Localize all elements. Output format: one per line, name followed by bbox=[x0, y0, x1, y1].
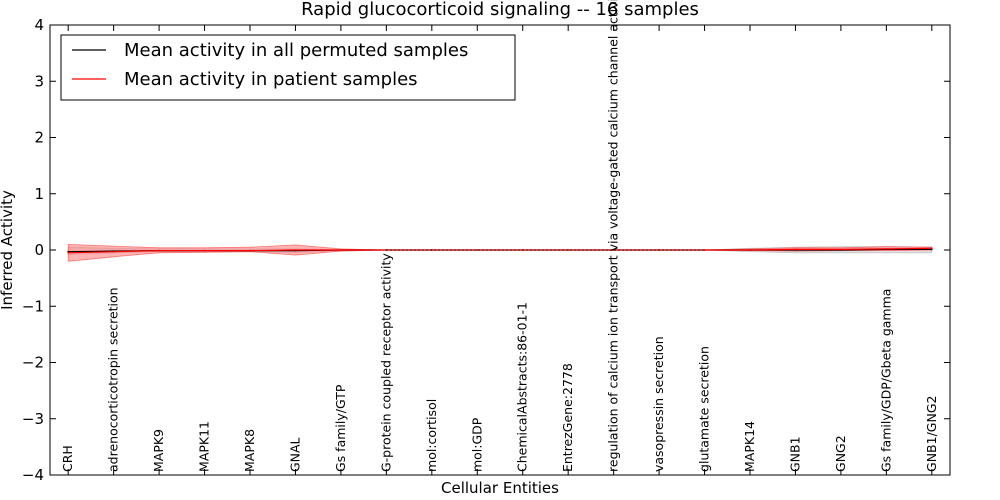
series-2-point bbox=[749, 249, 751, 251]
x-category-label: Gs family/GDP/Gbeta gamma bbox=[878, 289, 893, 472]
x-axis-title: Cellular Entities bbox=[441, 479, 559, 497]
x-category-label: MAPK8 bbox=[242, 429, 257, 472]
x-category-label: adrenocorticotropin secretion bbox=[106, 287, 121, 472]
x-category-label: glutamate secretion bbox=[697, 346, 712, 472]
x-category-label: ChemicalAbstracts:86-01-1 bbox=[515, 302, 530, 472]
y-tick-label: 4 bbox=[34, 16, 44, 34]
series-2-point bbox=[112, 250, 115, 253]
lines-layer bbox=[67, 247, 933, 254]
y-axis-title: Inferred Activity bbox=[0, 190, 16, 310]
y-tick-label: −3 bbox=[22, 410, 44, 428]
y-tick-label: 0 bbox=[34, 241, 44, 259]
x-category-label: Gs family/GTP bbox=[333, 384, 348, 472]
series-2-point bbox=[612, 249, 615, 251]
y-tick-label: 2 bbox=[34, 129, 44, 147]
x-category-label: mol:cortisol bbox=[424, 399, 439, 472]
series-2-point bbox=[249, 249, 251, 252]
series-2-point bbox=[294, 249, 297, 251]
series-2-point bbox=[203, 249, 206, 252]
x-category-label: GNAL bbox=[288, 437, 303, 472]
x-category-label: EntrezGene:2778 bbox=[560, 363, 575, 472]
legend-box bbox=[60, 34, 516, 101]
y-tick-label: −4 bbox=[22, 466, 44, 484]
series-2-point bbox=[703, 249, 706, 251]
series-1-point bbox=[931, 248, 933, 251]
series-2-point bbox=[794, 248, 797, 251]
x-category-label: MAPK14 bbox=[742, 421, 757, 472]
series-2-point bbox=[340, 249, 342, 251]
x-category-label: GNB1/GNG2 bbox=[924, 396, 939, 472]
series-2-point bbox=[931, 247, 933, 250]
legend-label-permuted: Mean activity in all permuted samples bbox=[124, 40, 468, 61]
series-1-point bbox=[67, 250, 69, 253]
x-category-label: regulation of calcium ion transport via … bbox=[606, 0, 621, 472]
series-2-point bbox=[476, 249, 479, 251]
series-2-point bbox=[885, 248, 888, 250]
legend-label-patient: Mean activity in patient samples bbox=[124, 69, 418, 90]
series-2-point bbox=[67, 252, 69, 254]
y-tick-label: −2 bbox=[22, 354, 44, 372]
y-tick-label: −1 bbox=[22, 297, 44, 315]
y-tick-label: 1 bbox=[34, 185, 44, 203]
y-tick-label: 3 bbox=[34, 72, 44, 90]
series-line-2 bbox=[68, 247, 932, 254]
chart-title: Rapid glucocorticoid signaling -- 16 sam… bbox=[301, 0, 699, 20]
x-category-label: GNB1 bbox=[788, 436, 803, 472]
x-category-label: MAPK11 bbox=[197, 421, 212, 472]
x-category-label: CRH bbox=[60, 445, 75, 472]
x-category-label: MAPK9 bbox=[151, 429, 166, 472]
x-category-label: vasopressin secretion bbox=[651, 336, 666, 472]
series-2-point bbox=[158, 249, 160, 252]
series-2-point bbox=[840, 248, 842, 251]
x-category-label: GNG2 bbox=[833, 435, 848, 472]
x-category-label: mol:GDP bbox=[469, 417, 484, 472]
x-category-label: G-protein coupled receptor activity bbox=[378, 253, 393, 472]
ticks-layer: −4 −3 −2 −1 0 1 2 3 4 bbox=[22, 16, 950, 484]
legend: Mean activity in all permuted samples Me… bbox=[60, 34, 516, 101]
